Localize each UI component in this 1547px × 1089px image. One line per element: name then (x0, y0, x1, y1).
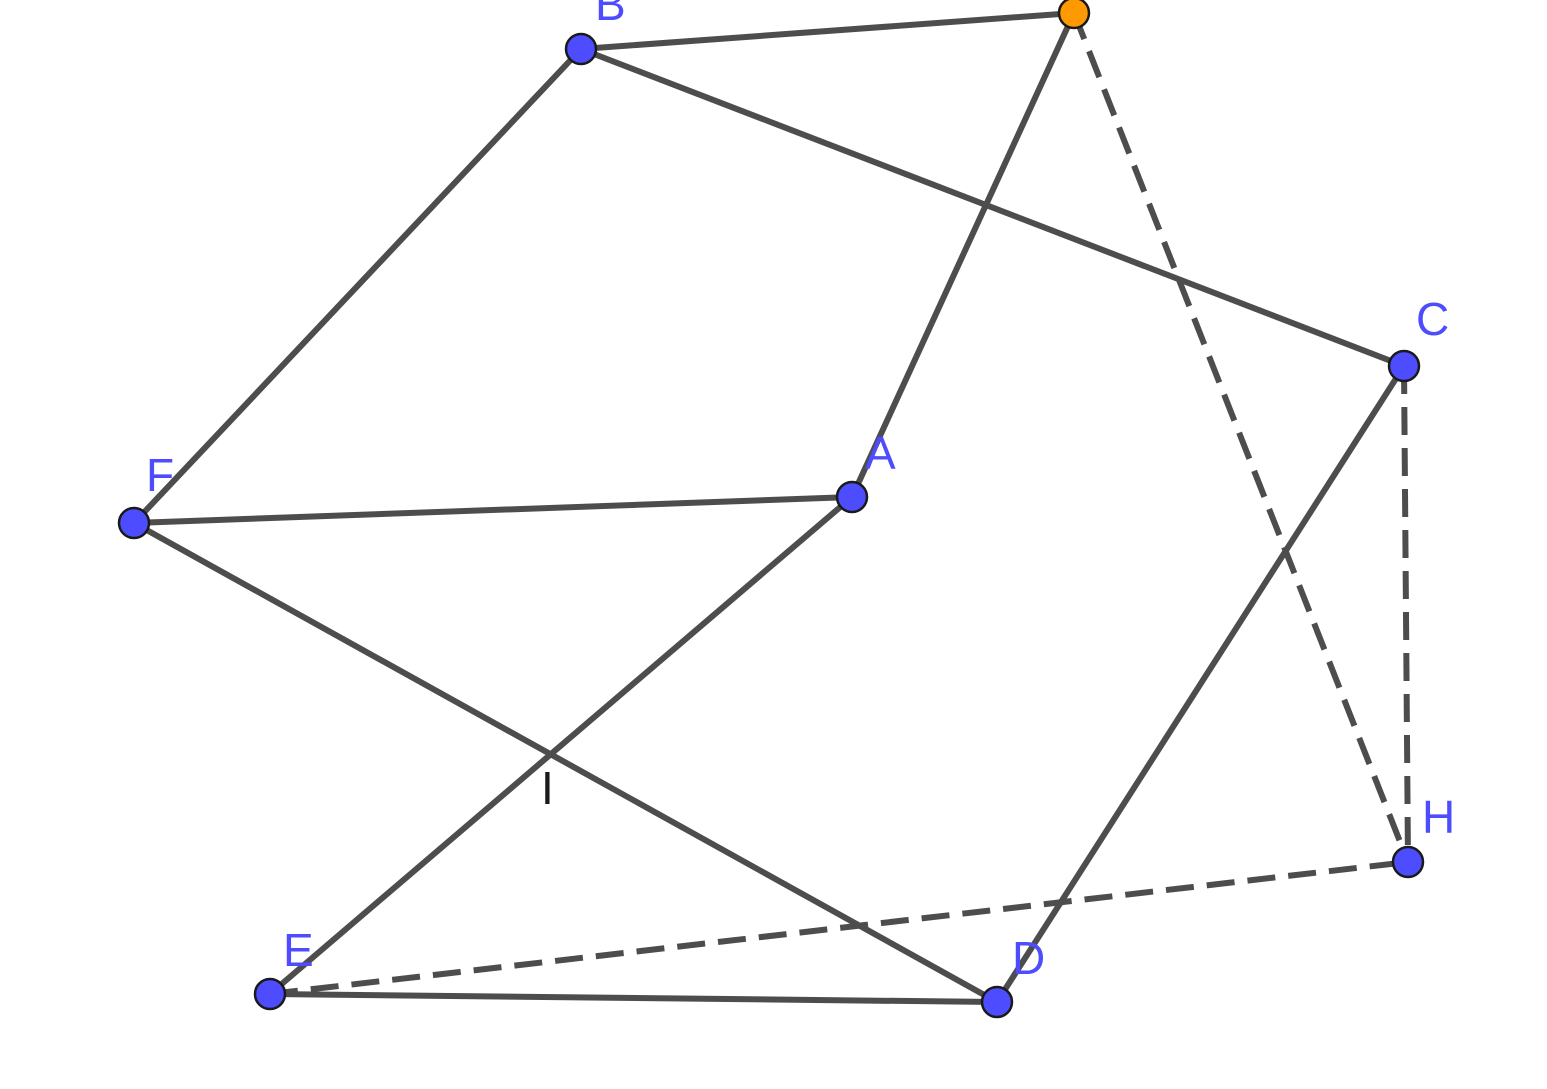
point-label-I: I (541, 762, 554, 814)
segment-EH-dashed[interactable] (269, 859, 1409, 997)
point-F[interactable] (117, 506, 151, 540)
point-label-E: E (283, 924, 314, 976)
segment-FD[interactable] (132, 520, 999, 1005)
segment-BC[interactable] (579, 46, 1406, 369)
point-label-F: F (146, 449, 174, 501)
point-label-D: D (1012, 932, 1045, 984)
segment-CD[interactable] (994, 364, 1407, 1004)
point-label-A: A (865, 427, 896, 479)
segment-GH-dashed[interactable] (1071, 11, 1411, 864)
point-E[interactable] (253, 977, 287, 1011)
segment-CH-dashed[interactable] (1401, 365, 1411, 863)
points-layer (117, 0, 1425, 1019)
point-label-B: B (595, 0, 626, 30)
segment-ED[interactable] (269, 991, 998, 1005)
segment-BF[interactable] (131, 46, 584, 526)
point-label-H: H (1422, 791, 1455, 843)
labels-layer: A B C D E F H I (146, 0, 1455, 984)
segment-GA[interactable] (849, 11, 1077, 499)
segments-layer (131, 10, 1411, 1005)
point-label-C: C (1416, 293, 1449, 345)
point-C[interactable] (1387, 349, 1421, 383)
point-A[interactable] (835, 480, 869, 514)
segment-BG[interactable] (580, 10, 1075, 52)
segment-FA[interactable] (133, 494, 853, 526)
point-H[interactable] (1391, 845, 1425, 879)
segment-AE[interactable] (268, 494, 854, 997)
point-D[interactable] (980, 985, 1014, 1019)
point-B[interactable] (564, 32, 598, 66)
free-point-G[interactable] (1057, 0, 1091, 30)
